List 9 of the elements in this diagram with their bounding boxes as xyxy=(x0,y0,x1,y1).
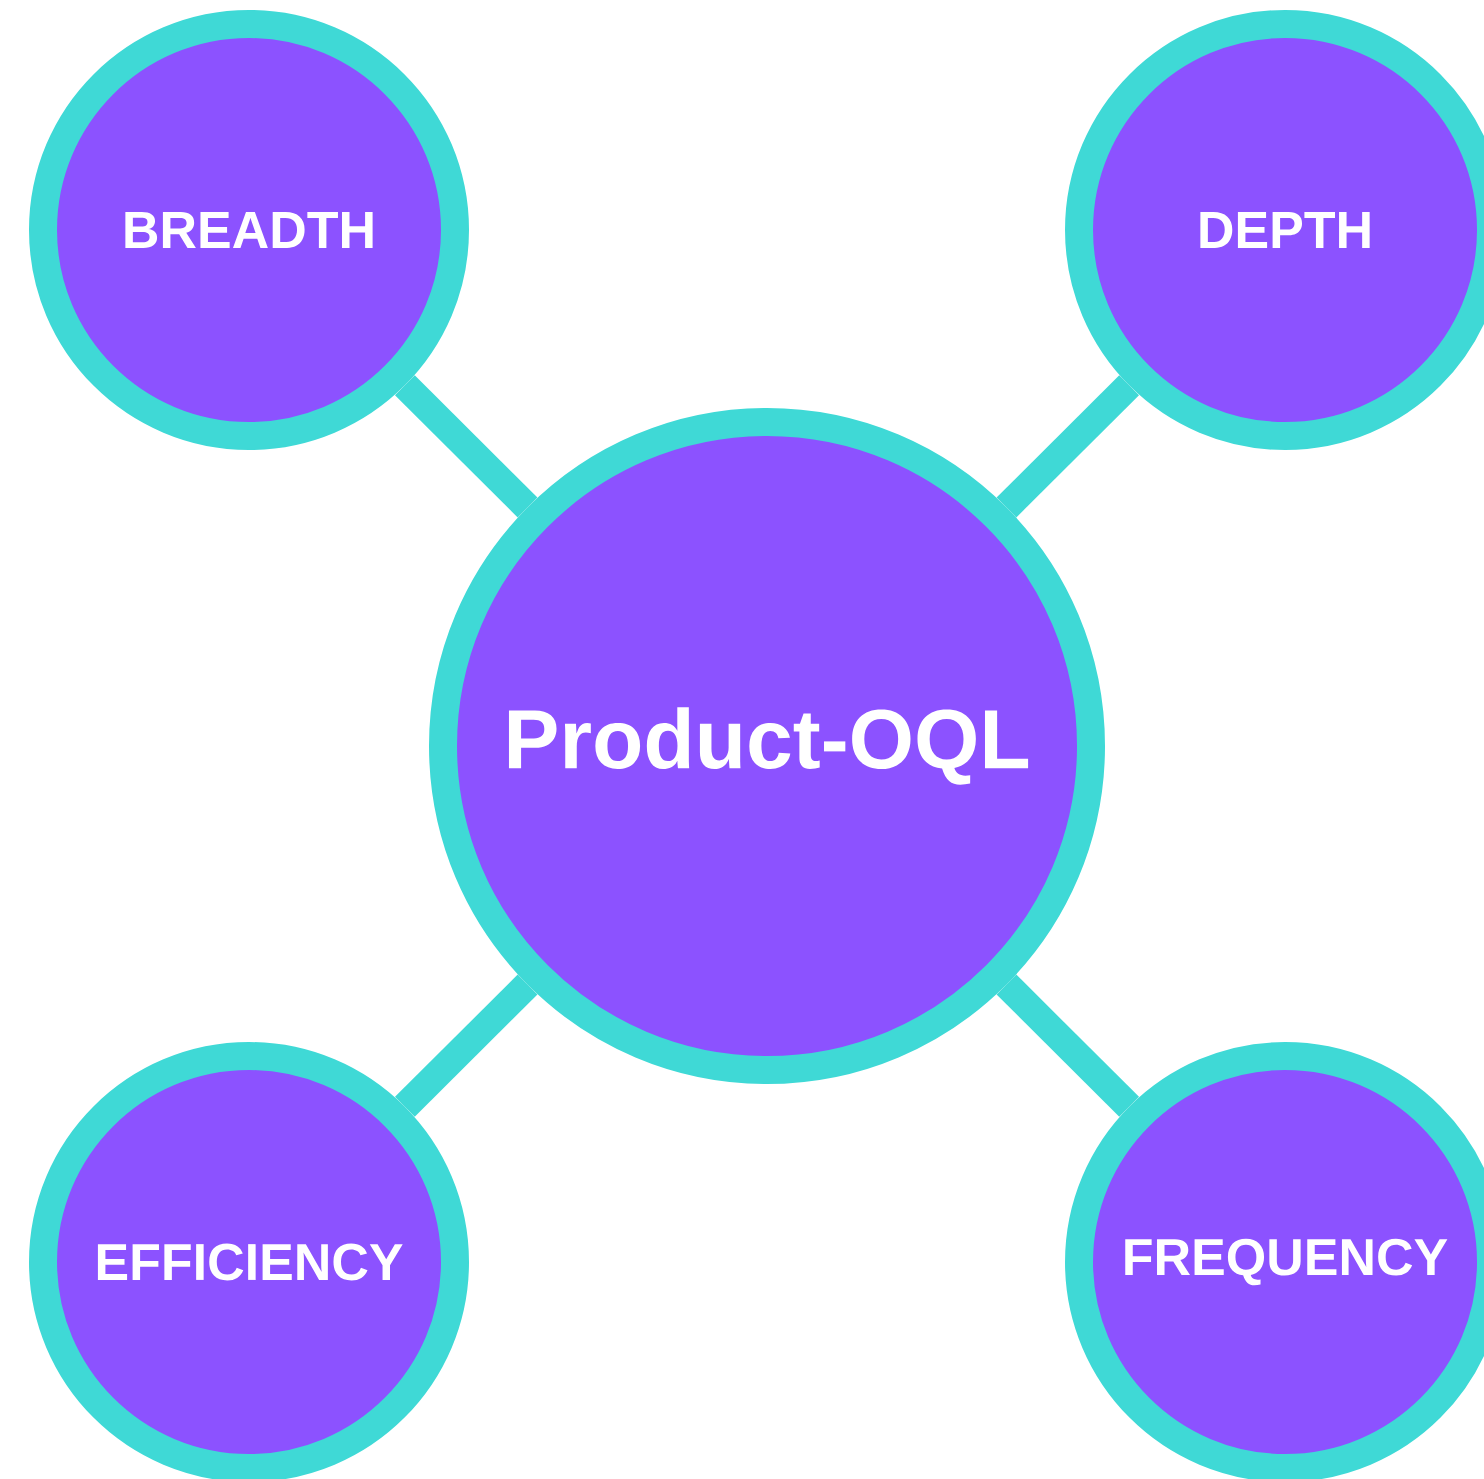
circle-node: EFFICIENCY xyxy=(29,1042,469,1479)
connector-line xyxy=(395,974,538,1117)
circle-node: FREQUENCY xyxy=(1065,1042,1484,1479)
connector-line xyxy=(996,375,1140,518)
connector-line xyxy=(395,375,538,518)
circle-node: BREADTH xyxy=(29,10,469,450)
circle-node: DEPTH xyxy=(1065,10,1484,450)
connector-line xyxy=(996,974,1140,1117)
circle-node: Product-OQL xyxy=(429,408,1105,1084)
